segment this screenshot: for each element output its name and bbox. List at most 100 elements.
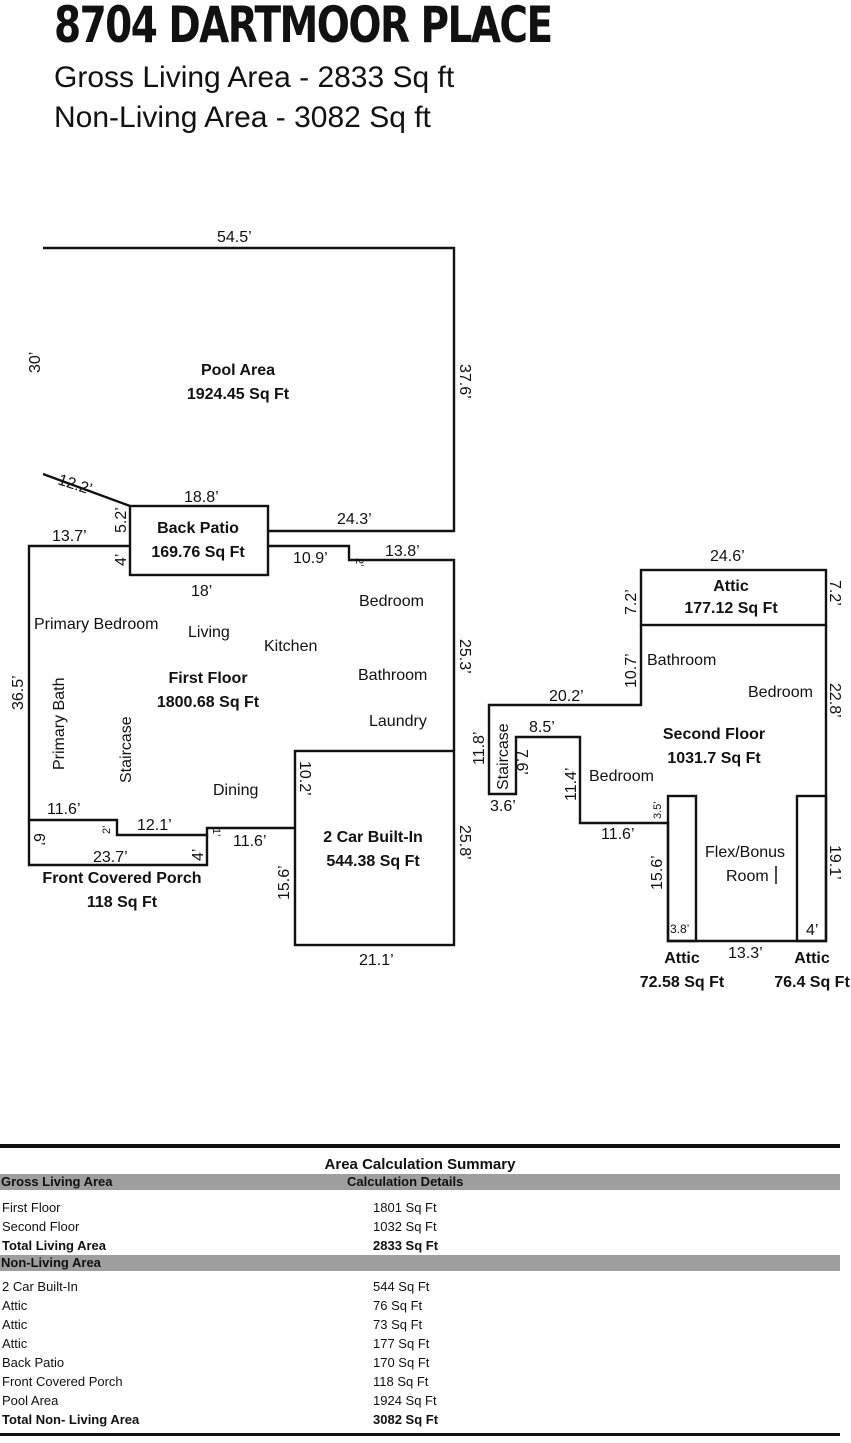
- second-floor-name: Second Floor: [663, 726, 765, 743]
- summary-row: Attic 177 Sq Ft: [0, 1334, 840, 1353]
- dim-garage-left-top: 10.2’: [296, 761, 313, 796]
- row-value: 118 Sq Ft: [373, 1374, 429, 1389]
- row-label: Attic: [2, 1298, 28, 1313]
- dim-stair-inner: 7.6’: [513, 749, 530, 775]
- dim-garage-right: 25.8’: [456, 825, 473, 860]
- dim-stair-top: 8.5’: [529, 719, 555, 736]
- attic-left-name: Attic: [664, 950, 700, 967]
- area-calculation-summary: Area Calculation Summary Gross Living Ar…: [0, 1144, 840, 1436]
- gross-living-area-line: Gross Living Area - 2833 Sq ft: [54, 61, 455, 94]
- dim-ff-bottom-mid: 12.1’: [137, 817, 172, 834]
- summary-row: Attic 73 Sq Ft: [0, 1315, 840, 1334]
- row-value: 2833 Sq Ft: [373, 1238, 439, 1253]
- row-value: 76 Sq Ft: [373, 1298, 423, 1313]
- room-primary-bath: Primary Bath: [51, 678, 68, 770]
- dim-sf-attic-left: 7.2’: [623, 589, 640, 615]
- room-bedroom: Bedroom: [359, 593, 424, 610]
- dim-ff-right: 25.3’: [456, 639, 473, 674]
- room-bathroom: Bathroom: [358, 667, 427, 684]
- dim-attic-right-bottom: 4’: [806, 922, 818, 939]
- dim-pool-left: 30’: [27, 352, 44, 373]
- dim-attic-left-side: 15.6’: [649, 855, 666, 890]
- dim-sf-right: 22.8’: [826, 683, 843, 718]
- back-patio-name: Back Patio: [157, 520, 239, 537]
- first-floor-name: First Floor: [168, 670, 247, 687]
- summary-top-rule: [0, 1144, 840, 1148]
- garage-name: 2 Car Built-In: [323, 829, 423, 846]
- dim-stair-left: 11.8’: [471, 731, 488, 765]
- dim-ff-one: 1’: [210, 828, 222, 837]
- attic-top-name: Attic: [713, 578, 749, 595]
- dim-garage-bottom: 21.1’: [359, 952, 394, 969]
- first-floor-sqft: 1800.68 Sq Ft: [157, 694, 260, 711]
- porch-sqft: 118 Sq Ft: [87, 894, 158, 911]
- second-floor-outline: [487, 625, 828, 943]
- dim-ff-mid: 10.9’: [293, 550, 328, 567]
- floor-plan-sketch: Pool Area 1924.45 Sq Ft Back Patio 169.7…: [10, 229, 850, 991]
- row-value: 73 Sq Ft: [373, 1317, 423, 1332]
- attic-top-sqft: 177.12 Sq Ft: [684, 600, 778, 617]
- summary-total-row: Total Living Area 2833 Sq Ft: [0, 1236, 840, 1255]
- attic-left-outline: [666, 794, 698, 943]
- room-bedroom-second: Bedroom: [748, 684, 813, 701]
- front-porch-outline: [27, 820, 209, 867]
- calculation-details-header: Calculation Details: [347, 1174, 464, 1189]
- dim-sf-inner-left: 11.4’: [563, 767, 580, 801]
- attic-left-sqft: 72.58 Sq Ft: [640, 974, 725, 991]
- row-value: 170 Sq Ft: [373, 1355, 430, 1370]
- row-label: Attic: [2, 1336, 28, 1351]
- dim-pool-right: 37.6’: [456, 364, 473, 399]
- dim-patio-right: 24.3’: [337, 511, 372, 528]
- summary-row: Pool Area 1924 Sq Ft: [0, 1391, 840, 1410]
- room-flex-bonus: Flex/Bonus: [705, 844, 785, 861]
- dim-pool-diagonal: 12.2’: [56, 472, 94, 499]
- summary-row: Attic 76 Sq Ft: [0, 1296, 840, 1315]
- dim-patio-top: 18.8’: [184, 489, 219, 506]
- garage-sqft: 544.38 Sq Ft: [326, 853, 420, 870]
- pool-area-name: Pool Area: [201, 362, 275, 379]
- dim-porch-left: 6’: [30, 833, 47, 845]
- back-patio-sqft: 169.76 Sq Ft: [151, 544, 245, 561]
- dim-pool-top: 54.5’: [217, 229, 252, 246]
- row-label: Pool Area: [2, 1393, 59, 1408]
- row-label: Front Covered Porch: [2, 1374, 123, 1389]
- row-value: 3082 Sq Ft: [373, 1412, 439, 1427]
- row-value: 177 Sq Ft: [373, 1336, 430, 1351]
- row-value: 1801 Sq Ft: [373, 1200, 437, 1215]
- non-living-header: Non-Living Area: [1, 1255, 101, 1270]
- row-label: 2 Car Built-In: [2, 1279, 78, 1294]
- room-staircase-second: Staircase: [495, 723, 512, 790]
- dim-ff-bottom-left: 11.6’: [47, 801, 81, 818]
- room-flex-bonus-room: Room: [726, 868, 769, 885]
- dim-ff-bottom-right: 11.6’: [233, 833, 267, 850]
- summary-bottom-rule: [0, 1433, 840, 1436]
- dim-ff-left: 36.5’: [10, 675, 27, 710]
- row-label: Total Living Area: [2, 1238, 107, 1253]
- dim-sf-bottom-left: 11.6’: [601, 826, 635, 843]
- room-primary-bedroom: Primary Bedroom: [34, 616, 158, 633]
- dim-patio-left: 5.2’: [113, 507, 130, 533]
- row-value: 1924 Sq Ft: [373, 1393, 437, 1408]
- row-label: Attic: [2, 1317, 28, 1332]
- summary-row: Front Covered Porch 118 Sq Ft: [0, 1372, 840, 1391]
- gross-living-header: Gross Living Area: [1, 1174, 113, 1189]
- summary-row: 2 Car Built-In 544 Sq Ft: [0, 1277, 840, 1296]
- dim-ff-top-left: 13.7’: [52, 528, 87, 545]
- second-floor-sqft: 1031.7 Sq Ft: [667, 750, 761, 767]
- row-value: 544 Sq Ft: [373, 1279, 430, 1294]
- dim-sf-step: 20.2’: [549, 688, 584, 705]
- dim-ff-top-right: 13.8’: [385, 543, 420, 560]
- porch-name: Front Covered Porch: [42, 870, 201, 887]
- dim-sf-small: 3.5’: [652, 801, 664, 819]
- row-label: Total Non- Living Area: [2, 1412, 140, 1427]
- attic-right-sqft: 76.4 Sq Ft: [774, 974, 850, 991]
- attic-right-name: Attic: [794, 950, 830, 967]
- dim-ff-small-step: 2’: [101, 825, 113, 834]
- dim-sf-attic-top: 24.6’: [710, 548, 745, 565]
- dim-porch-bottom: 23.7’: [93, 849, 128, 866]
- row-label: Back Patio: [2, 1355, 65, 1370]
- gross-living-header-band: Gross Living Area Calculation Details: [0, 1174, 840, 1190]
- summary-row: Back Patio 170 Sq Ft: [0, 1353, 840, 1372]
- dim-attic-right-side: 19.1’: [826, 845, 843, 880]
- pool-area-sqft: 1924.45 Sq Ft: [187, 386, 290, 403]
